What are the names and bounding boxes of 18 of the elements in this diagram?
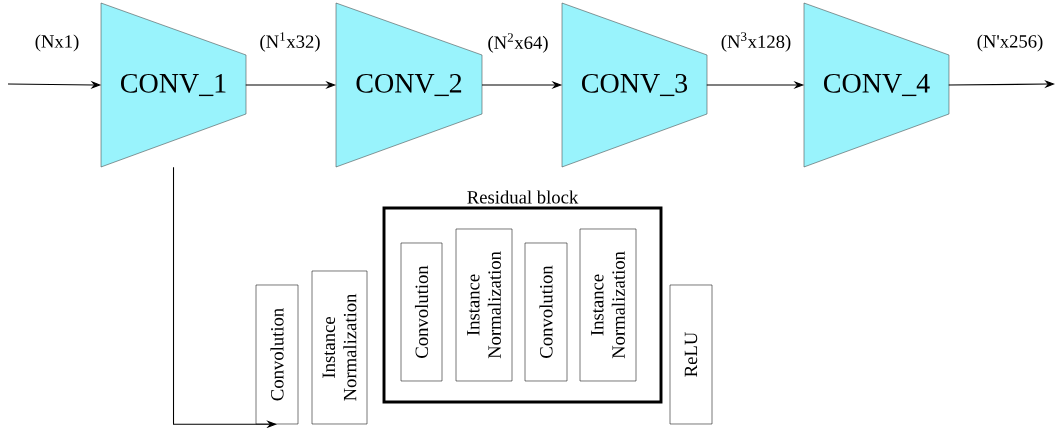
edge-label: (N$^{2}$x64) (488, 33, 548, 53)
conv-trapezoid: CONV_1 (100, 2, 247, 168)
edge-label: (Nx1) (35, 34, 79, 52)
layer-box: Instance Normalization (579, 228, 637, 382)
layer-box: Convolution (524, 242, 568, 382)
conv-trapezoid: CONV_3 (561, 2, 708, 168)
edge-label: (N$^{3}$x128) (721, 32, 791, 52)
edge-label: (N$^{1}$x32) (260, 32, 320, 52)
layer-box: Instance Normalization (455, 228, 513, 382)
layer-box: ReLU (669, 284, 713, 425)
layer-box: Convolution (255, 284, 299, 425)
edge-label: (N'x256) (977, 34, 1043, 52)
node-label: Residual block (467, 190, 579, 204)
arrow (172, 166, 277, 428)
conv-trapezoid: CONV_4 (803, 2, 950, 168)
conv-trapezoid: CONV_2 (335, 2, 483, 168)
layer-box: Instance Normalization (311, 270, 368, 425)
layer-box: Convolution (400, 242, 443, 382)
